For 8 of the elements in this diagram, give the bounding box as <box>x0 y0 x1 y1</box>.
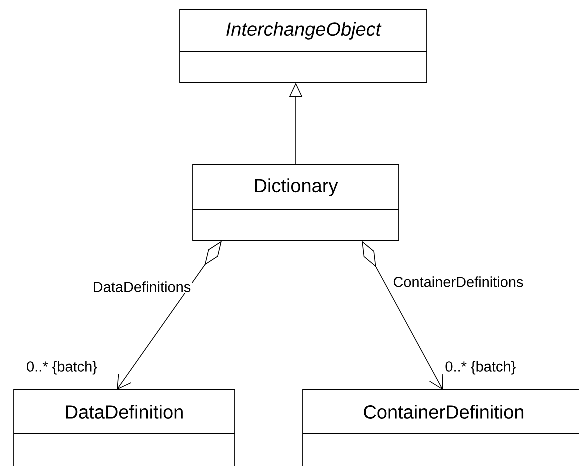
multiplicity-label: 0..* {batch} <box>27 361 98 375</box>
edge-label: DataDefinitions <box>92 280 192 294</box>
class-box: DataDefinition <box>14 390 236 466</box>
class-box: Dictionary <box>192 164 400 242</box>
class-box: InterchangeObject <box>180 10 428 84</box>
class-box: ContainerDefinition <box>302 390 579 466</box>
multiplicity-label: 0..* {batch} <box>446 361 516 375</box>
edge-label: ContainerDefinitions <box>392 276 525 288</box>
